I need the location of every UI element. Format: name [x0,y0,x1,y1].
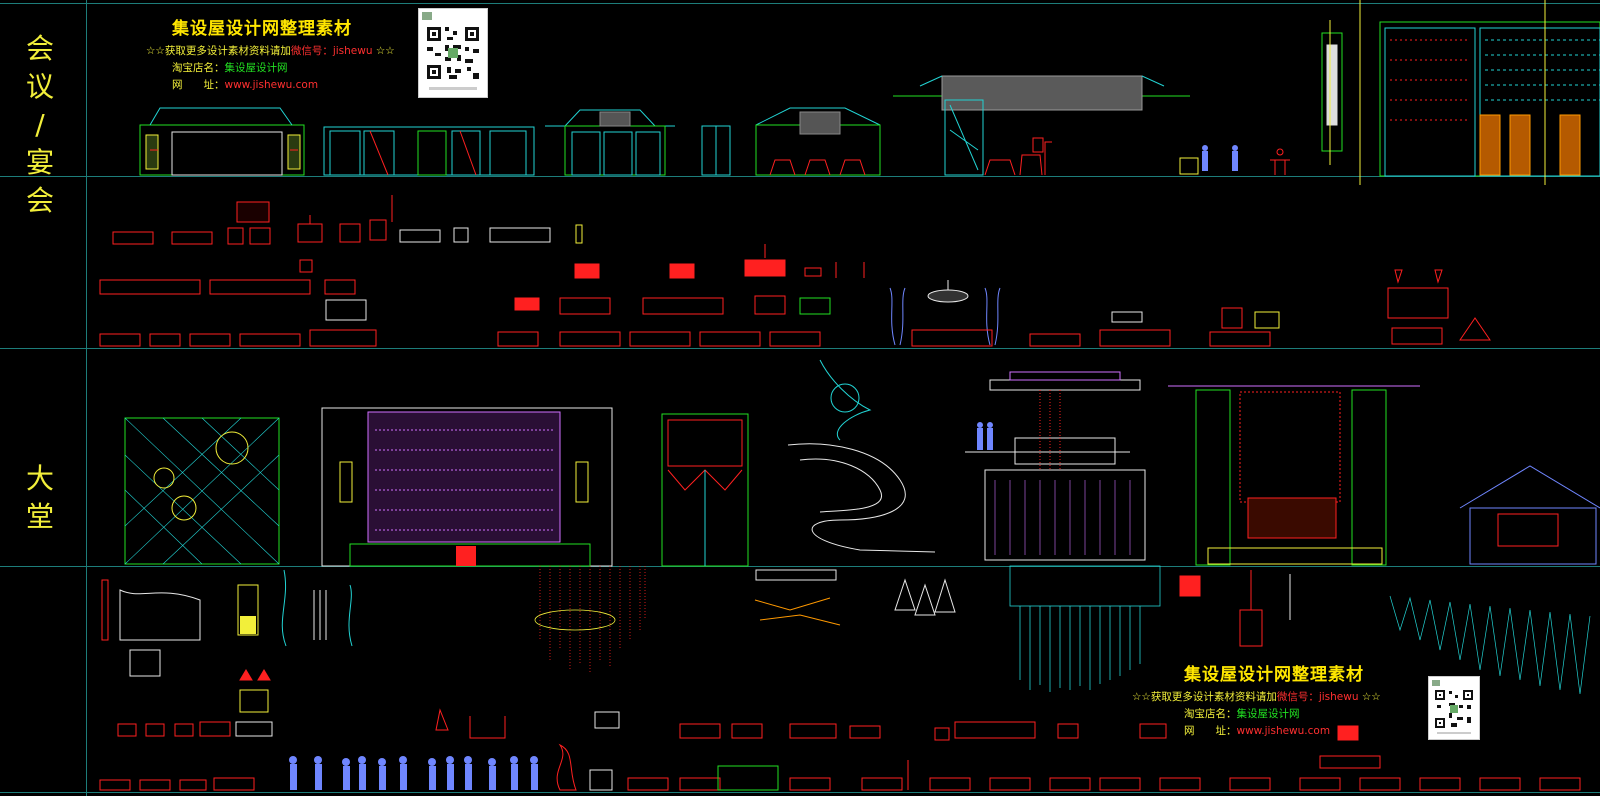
section-label-char: 会 [25,32,54,65]
elevation-wall-1 [139,107,305,176]
elevation-wall-3 [545,109,731,176]
elevation-stage-canopy [893,75,1190,176]
section-label-lobby: 大 堂 [10,460,70,536]
furniture-row2-right [1029,269,1491,347]
watermark-site-line: 网 址：www.jishewu.com [172,77,395,92]
lobby-feature-wall-red [1168,385,1420,566]
section-label-char: / [35,108,45,141]
watermark-promo-suffix: ☆☆ [1358,691,1381,703]
watermark-promo-prefix: ☆☆获取更多设计素材资料请加 [146,45,291,57]
furniture-row4-bottom [117,649,1167,741]
furniture-row4 [1179,570,1591,741]
watermark-site-url: www.jishewu.com [1236,725,1331,737]
lobby-pavilion-section [1459,465,1600,565]
human-figures [1202,145,1238,171]
elevation-wall-2 [323,126,535,176]
watermark-shop-key: 淘宝店名： [1184,708,1237,720]
section-label-char: 宴 [25,146,54,179]
furniture-tables-row1 [1179,148,1290,175]
lobby-wall-floral-screen [321,407,613,567]
lobby-spiral-stair [787,359,936,553]
watermark-site-line: 网 址：www.jishewu.com [1184,723,1381,738]
crystal-chandelier [1009,565,1161,692]
section-divider-bottom [0,792,1600,793]
section-label-char: 大 [25,462,54,495]
watermark-promo-line: ☆☆获取更多设计素材资料请加微信号：jishewu ☆☆ [1132,689,1381,704]
watermark-wechat: 微信号：jishewu [1276,691,1359,703]
furniture-sofa-sets [112,195,583,245]
human-silhouettes [289,756,538,790]
elevation-large-screen [1359,0,1600,185]
section-divider-3 [0,566,1600,567]
elevation-wall-4 [755,107,881,176]
watermark-shop-name: 集设屋设计网 [224,62,288,74]
watermark-shop-key: 淘宝店名： [172,62,225,74]
watermark-title: 集设屋设计网整理素材 [1184,665,1364,685]
watermark-shop-line: 淘宝店名：集设屋设计网 [172,60,395,75]
qr-code-top [418,8,488,98]
lobby-reception-elevation [965,371,1146,561]
pendant-lights [754,569,956,626]
section-label-char: 堂 [25,500,54,533]
curtain-and-lamp-group [889,280,1001,347]
watermark-site-url: www.jishewu.com [224,79,319,91]
chandelier-fringe [534,566,646,672]
watermark-bottom: 集设屋设计网整理素材 ☆☆获取更多设计素材资料请加微信号：jishewu ☆☆ … [1132,660,1381,738]
watermark-top: 集设屋设计网整理素材 ☆☆获取更多设计素材资料请加微信号：jishewu ☆☆ … [146,14,395,92]
label-column-divider [86,0,87,796]
section-divider-1 [0,176,1600,177]
lobby-wall-door [661,413,749,567]
watermark-site-key: 网 址： [1184,725,1237,737]
furniture-row2-bottom [99,299,821,347]
watermark-shop-line: 淘宝店名：集设屋设计网 [1184,706,1381,721]
watermark-promo-prefix: ☆☆获取更多设计素材资料请加 [1132,691,1277,703]
section-divider-top [0,3,1600,4]
elevation-tall-panel [1321,20,1343,165]
furniture-row2-middle [99,244,865,315]
watermark-wechat: 微信号：jishewu [290,45,373,57]
qr-code-icon [1432,680,1474,734]
watermark-site-key: 网 址： [172,79,225,91]
watermark-shop-name: 集设屋设计网 [1236,708,1300,720]
watermark-promo-line: ☆☆获取更多设计素材资料请加微信号：jishewu ☆☆ [146,43,395,58]
qr-code-icon [422,12,481,90]
watermark-promo-suffix: ☆☆ [372,45,395,57]
section-divider-2 [0,348,1600,349]
section-label-char: 议 [25,70,54,103]
lobby-wall-peony [124,417,280,565]
section-label-char: 会 [25,184,54,217]
curtain-sets [101,569,353,647]
furniture-bottom-row [99,743,1581,791]
section-label-meeting-banquet: 会 议 / 宴 会 [10,30,70,220]
qr-code-bottom [1428,676,1480,740]
watermark-title: 集设屋设计网整理素材 [172,19,352,39]
